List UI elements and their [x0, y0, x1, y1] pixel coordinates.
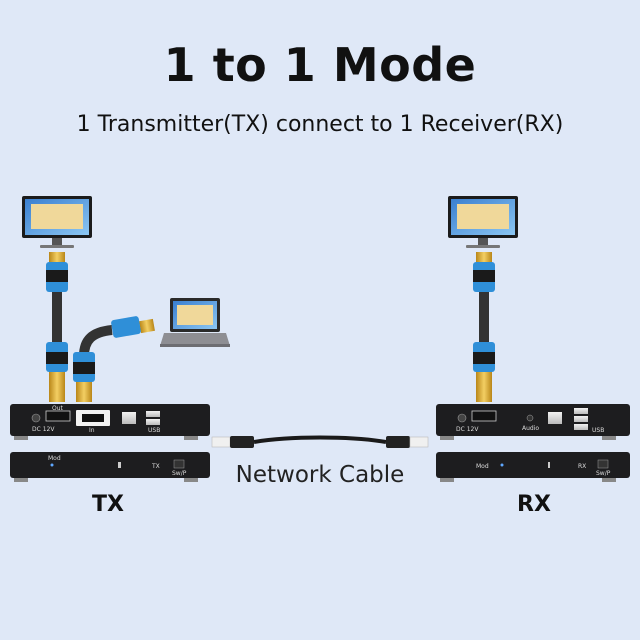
tx-device-back-panel: DC 12V Out In USB [10, 404, 210, 440]
tx-label: TX [92, 492, 124, 517]
tx-back-dc-label: DC 12V [32, 426, 55, 433]
tx-back-in-label: In [89, 427, 95, 434]
rx-device-back-panel: DC 12V Audio USB [436, 404, 630, 440]
tx-front-side-label: TX [151, 463, 160, 470]
tx-monitor-icon [22, 196, 92, 248]
rx-front-side-label: RX [578, 463, 586, 470]
rx-back-audio-label: Audio [522, 425, 539, 432]
tx-back-usb-label: USB [148, 427, 160, 434]
network-cable-label: Network Cable [235, 462, 405, 488]
laptop-icon [160, 298, 230, 347]
page-title: 1 to 1 Mode [163, 38, 477, 92]
rx-back-usb-label: USB [592, 427, 604, 434]
tx-hdmi-cable-laptop-icon [73, 316, 155, 402]
tx-device-front-panel: Mod TX Sw/P [10, 452, 210, 482]
rx-front-port-label: Sw/P [596, 470, 611, 477]
rx-back-dc-label: DC 12V [456, 426, 479, 433]
rx-device-front-panel: Mod RX Sw/P [436, 452, 630, 482]
rx-front-led-label: Mod [476, 463, 489, 470]
network-cable-icon [211, 435, 429, 448]
rx-monitor-icon [448, 196, 518, 248]
rx-hdmi-cable-icon [473, 252, 495, 402]
page-subtitle: 1 Transmitter(TX) connect to 1 Receiver(… [76, 112, 564, 137]
tx-hdmi-cable-monitor-icon [46, 252, 68, 402]
rx-label: RX [517, 492, 551, 517]
tx-front-port-label: Sw/P [172, 470, 187, 477]
tx-back-out-label: Out [52, 405, 64, 412]
tx-front-led-label: Mod [48, 455, 61, 462]
